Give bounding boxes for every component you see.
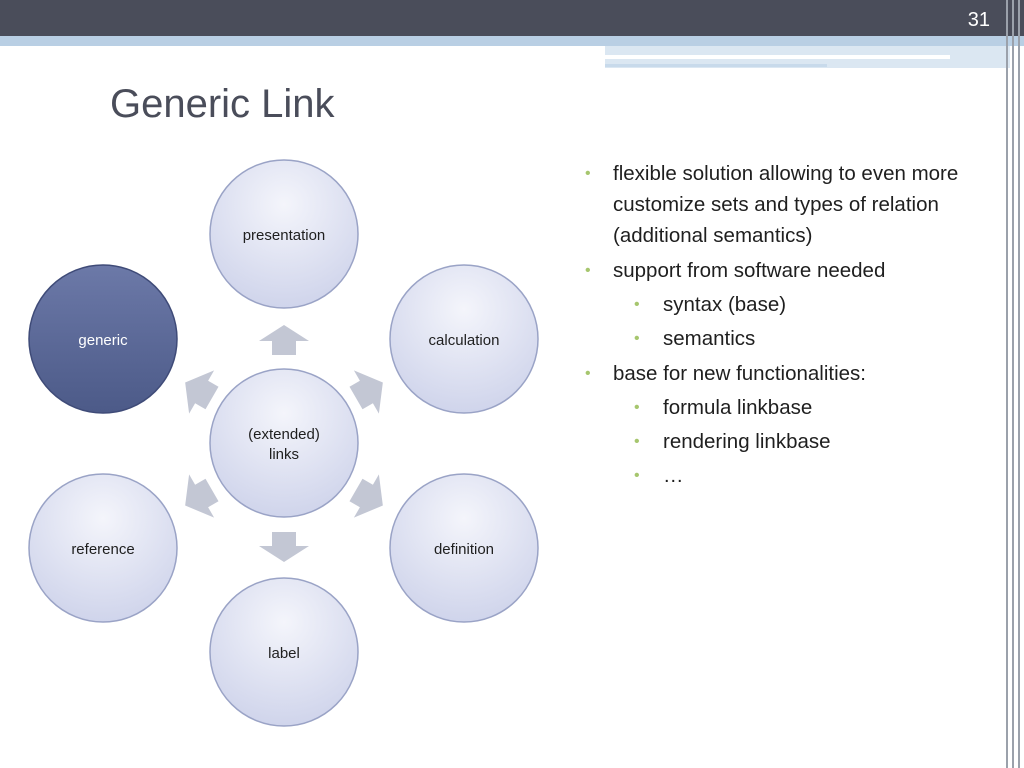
sub-bullet-item: • syntax (base) xyxy=(583,289,993,320)
top-header-bar xyxy=(0,0,1024,36)
bullet-text: formula linkbase xyxy=(663,396,813,419)
right-edge-line xyxy=(1018,0,1020,768)
slide-number: 31 xyxy=(967,9,990,31)
bullet-text: flexible solution allowing to even more … xyxy=(613,162,959,247)
node-center-extended-links: (extended) links xyxy=(209,368,359,518)
bullet-text: syntax (base) xyxy=(663,293,787,316)
node-label: label xyxy=(209,577,359,727)
node-generic: generic xyxy=(28,264,178,414)
arrow-down-icon xyxy=(259,532,309,562)
bullet-text: base for new functionalities: xyxy=(613,362,866,385)
bullet-text: … xyxy=(663,464,684,487)
bullet-dot-icon: • xyxy=(634,433,640,450)
arrow-downright-icon xyxy=(349,474,383,518)
arrow-upleft-icon xyxy=(185,370,219,414)
header-accent-band xyxy=(0,36,1024,46)
bullet-text: rendering linkbase xyxy=(663,430,831,453)
bullet-item: • flexible solution allowing to even mor… xyxy=(583,158,993,251)
sub-bullet-item: • … xyxy=(583,460,993,491)
bullet-dot-icon: • xyxy=(634,467,640,484)
node-calculation: calculation xyxy=(389,264,539,414)
bullet-dot-icon: • xyxy=(634,296,640,313)
center-label-line1: (extended) xyxy=(248,426,320,443)
generic-link-diagram: (extended) links presentation calculatio… xyxy=(28,159,539,727)
node-reference: reference xyxy=(28,473,178,623)
arrow-downleft-icon xyxy=(185,474,219,518)
bullet-text: support from software needed xyxy=(613,259,886,282)
node-generic-label: generic xyxy=(78,332,128,349)
node-calculation-label: calculation xyxy=(429,332,500,349)
bullet-dot-icon: • xyxy=(585,165,591,182)
bullet-dot-icon: • xyxy=(585,262,591,279)
bullet-dot-icon: • xyxy=(585,365,591,382)
bullet-list: • flexible solution allowing to even mor… xyxy=(583,158,993,491)
bullet-item: • base for new functionalities: xyxy=(583,358,993,389)
sub-bullet-item: • formula linkbase xyxy=(583,392,993,423)
node-definition: definition xyxy=(389,473,539,623)
node-label-label: label xyxy=(268,645,300,662)
node-presentation-label: presentation xyxy=(243,227,326,244)
right-edge-line xyxy=(1012,0,1014,768)
right-edge-line xyxy=(1006,0,1008,768)
node-reference-label: reference xyxy=(71,541,134,558)
node-definition-label: definition xyxy=(434,541,494,558)
node-presentation: presentation xyxy=(209,159,359,309)
header-accent-line xyxy=(605,55,950,59)
header-accent-line xyxy=(605,64,827,67)
sub-bullet-item: • semantics xyxy=(583,323,993,354)
arrow-upright-icon xyxy=(349,370,383,414)
bullet-dot-icon: • xyxy=(634,399,640,416)
bullet-text: semantics xyxy=(663,327,756,350)
sub-bullet-item: • rendering linkbase xyxy=(583,426,993,457)
slide-title: Generic Link xyxy=(110,82,335,126)
bullet-dot-icon: • xyxy=(634,330,640,347)
bullet-item: • support from software needed xyxy=(583,255,993,286)
arrow-up-icon xyxy=(259,325,309,355)
center-label-line2: links xyxy=(269,446,299,463)
